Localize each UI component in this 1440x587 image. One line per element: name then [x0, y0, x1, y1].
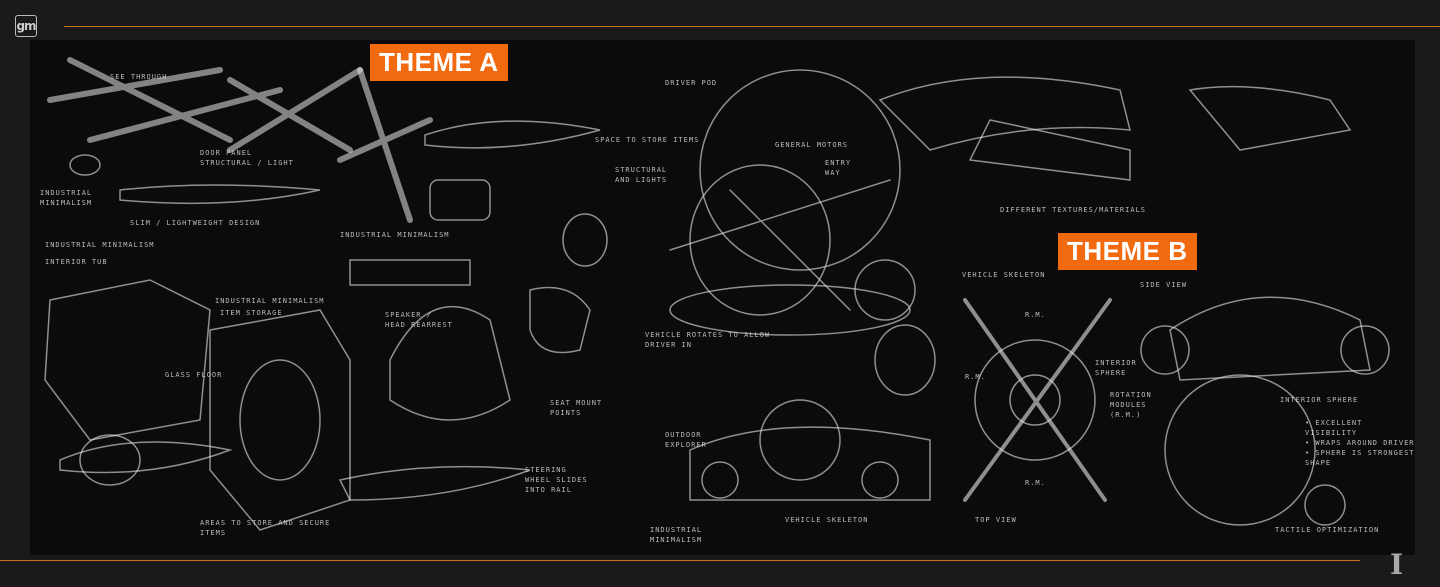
note-rotation-modules: Rotation modules (R.M.): [1110, 391, 1152, 419]
note-industrial-minimalism: Industrial minimalism: [215, 297, 325, 305]
note-general-motors: General Motors: [775, 141, 849, 149]
note-vehicle-skeleton: Vehicle skeleton: [785, 516, 869, 524]
note-vehicle-rotates: Vehicle rotates to allow driver in: [645, 331, 771, 349]
note-industrial-minimalism: Industrial minimalism: [650, 526, 703, 544]
note-rm: R.M.: [1025, 479, 1046, 487]
note-entry-way: Entry way: [825, 159, 852, 177]
note-industrial-minimalism: Industrial minimalism: [45, 241, 155, 249]
note-interior-sphere: Interior sphere: [1280, 396, 1359, 404]
note-rm: R.M.: [965, 373, 986, 381]
note-areas-store: Areas to store and secure items: [200, 519, 331, 537]
note-driver-pod: Driver pod: [665, 79, 718, 87]
note-seat-mount: Seat mount points: [550, 399, 603, 417]
note-structural-lights: Structural and lights: [615, 166, 668, 184]
note-space-store: Space to store items: [595, 136, 700, 144]
theme-a-label: THEME A: [370, 44, 508, 81]
top-divider: [64, 26, 1440, 27]
note-industrial-minimalism: Industrial minimalism: [340, 231, 450, 239]
note-side-view: Side view: [1140, 281, 1187, 289]
concept-sketches: [44, 57, 1390, 531]
text-cursor-icon: I: [1390, 548, 1404, 581]
gm-logo[interactable]: gm: [15, 15, 37, 37]
note-door-panel: Door panel structural / light: [200, 149, 294, 167]
note-sphere-benefits: • Excellent visibility • Wraps around dr…: [1305, 419, 1415, 467]
note-item-storage: Item storage: [220, 309, 283, 317]
note-slim-design: Slim / lightweight design: [130, 219, 261, 227]
note-vehicle-skeleton: Vehicle skeleton: [962, 271, 1046, 279]
note-outdoor-explorer: Outdoor explorer: [665, 431, 707, 449]
note-speaker: Speaker / head rearrest: [385, 311, 453, 329]
note-tactile: Tactile optimization: [1275, 526, 1380, 534]
note-steering: Steering wheel slides into rail: [525, 466, 588, 494]
sketch-board: See through Door panel structural / ligh…: [30, 40, 1415, 555]
theme-b-label: THEME B: [1058, 233, 1197, 270]
note-rm: R.M.: [1025, 311, 1046, 319]
note-interior-sphere: Interior sphere: [1095, 359, 1137, 377]
note-textures: Different textures/materials: [1000, 206, 1147, 214]
note-top-view: Top view: [975, 516, 1017, 524]
note-glass-floor: Glass floor: [165, 371, 223, 379]
bottom-divider: [0, 560, 1360, 561]
note-industrial-minimalism: Industrial minimalism: [40, 189, 93, 207]
note-see-through: See through: [110, 73, 168, 81]
note-interior-tub: Interior tub: [45, 258, 108, 266]
